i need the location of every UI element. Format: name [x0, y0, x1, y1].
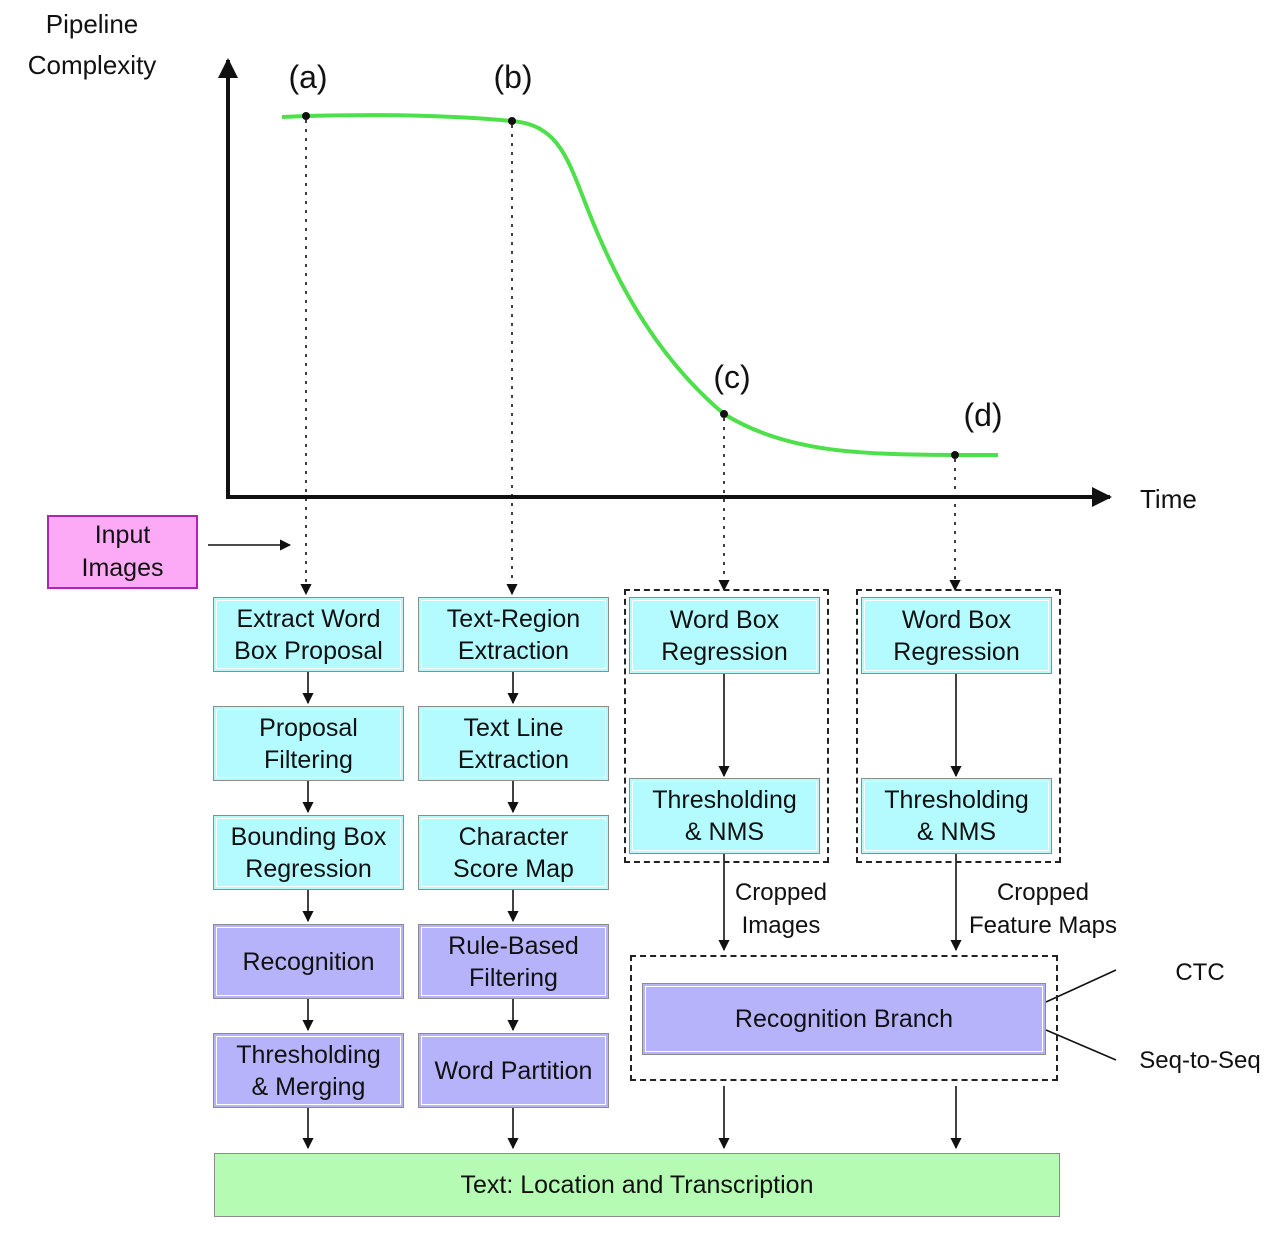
proposal-filtering-step: Proposal Filtering [213, 706, 404, 781]
x-axis-label: Time [1140, 484, 1197, 514]
complexity-curve [281, 113, 998, 457]
text-region-extraction-step: Text-Region Extraction [418, 597, 609, 672]
point-c-label: (c) [713, 359, 751, 395]
bounding-box-regression-step: Bounding Box Regression [213, 815, 404, 890]
thresholding-nms-step-d: Thresholding & NMS [861, 778, 1052, 854]
word-box-regression-step-d: Word Box Regression [861, 597, 1052, 674]
y-axis-label: Pipeline Complexity [27, 9, 157, 80]
pipeline-d-detection-group [856, 589, 1061, 863]
seq-to-seq-label: Seq-to-Seq [1139, 1047, 1261, 1074]
cropped-images-label: Cropped Images [734, 879, 828, 939]
recognition-branch-group [630, 955, 1058, 1081]
point-b-label: (b) [493, 59, 533, 95]
point-c-marker [720, 410, 728, 418]
thresholding-merging-step: Thresholding & Merging [213, 1033, 404, 1108]
point-a-label: (a) [288, 59, 328, 95]
point-a-marker [302, 112, 310, 120]
point-d-label: (d) [963, 397, 1003, 433]
recognition-branch-box: Recognition Branch [642, 983, 1046, 1055]
recognition-step: Recognition [213, 924, 404, 999]
pipeline-c-detection-group [624, 589, 829, 863]
cropped-feature-maps-label: Cropped Feature Maps [968, 879, 1118, 939]
word-box-regression-step-c: Word Box Regression [629, 597, 820, 674]
point-b-marker [508, 117, 516, 125]
input-images-box: Input Images [47, 515, 198, 589]
text-line-extraction-step: Text Line Extraction [418, 706, 609, 781]
point-d-marker [951, 451, 959, 459]
thresholding-nms-step-c: Thresholding & NMS [629, 778, 820, 854]
rule-based-filtering-step: Rule-Based Filtering [418, 924, 609, 999]
extract-word-box-proposal-step: Extract Word Box Proposal [213, 597, 404, 672]
ctc-label: CTC [1175, 959, 1225, 986]
character-score-map-step: Character Score Map [418, 815, 609, 890]
output-text-location-transcription: Text: Location and Transcription [214, 1153, 1060, 1217]
word-partition-step: Word Partition [418, 1033, 609, 1108]
